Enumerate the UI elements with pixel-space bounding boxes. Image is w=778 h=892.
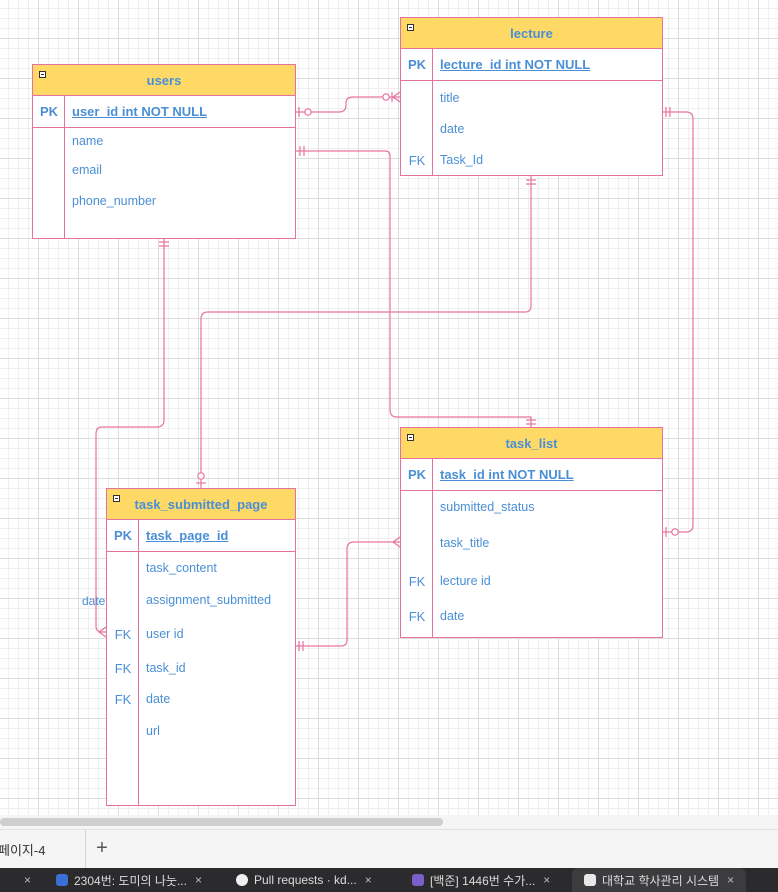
baekjoon-icon	[56, 874, 68, 886]
page-tab-label: 페이지-4	[0, 842, 46, 858]
browser-tab-label: Pull requests · kd...	[254, 873, 357, 887]
browser-tab-label: 2304번: 도미의 나눗...	[74, 873, 187, 888]
add-page-button[interactable]: +	[96, 837, 108, 859]
pk-key: PK	[113, 528, 133, 543]
field-name: phone_number	[72, 194, 157, 208]
field-key: FK	[114, 660, 132, 676]
field-row[interactable]: email	[33, 160, 295, 180]
field-key: FK	[114, 626, 132, 642]
connector-submitted-tasklist	[296, 541, 400, 647]
browser-tab-close-partial[interactable]: ×	[24, 873, 32, 887]
table-title: task_list	[505, 435, 558, 451]
pk-field: task_id int NOT NULL	[440, 467, 574, 482]
field-row[interactable]: FK date	[107, 689, 295, 709]
browser-tab[interactable]: [백준] 1446번 수가... ×	[412, 868, 550, 892]
table-header[interactable]: users	[33, 65, 295, 96]
table-task-list[interactable]: task_list PK task_id int NOT NULL submit…	[400, 427, 663, 638]
field-row[interactable]: url	[107, 721, 295, 741]
diagram-canvas[interactable]: date users PK user_id int NOT NULL name …	[0, 0, 778, 815]
pk-key: PK	[407, 57, 427, 72]
field-name: task_id	[146, 661, 186, 675]
field-key: FK	[408, 608, 426, 624]
field-row[interactable]: FK date	[401, 606, 662, 626]
field-name: date	[440, 609, 465, 623]
close-icon[interactable]: ×	[727, 873, 735, 887]
connector-lecture-tasklist	[663, 111, 694, 533]
pk-field: lecture_id int NOT NULL	[440, 57, 591, 72]
pk-row[interactable]: PK user_id int NOT NULL	[33, 96, 295, 128]
pk-row[interactable]: PK task_id int NOT NULL	[401, 459, 662, 491]
field-name: task_content	[146, 561, 217, 575]
field-key: FK	[408, 573, 426, 589]
field-row[interactable]: FK task_id	[107, 658, 295, 678]
field-row[interactable]: phone_number	[33, 191, 295, 211]
collapse-icon[interactable]	[39, 71, 46, 78]
connector-lecture-submitted	[200, 176, 532, 488]
connector-label: date	[82, 594, 106, 608]
field-name: date	[146, 692, 171, 706]
browser-tab-label: 대학교 학사관리 시스템	[602, 873, 720, 888]
table-users[interactable]: users PK user_id int NOT NULL name email…	[32, 64, 296, 239]
field-row[interactable]: task_content	[107, 558, 295, 578]
collapse-icon[interactable]	[407, 434, 414, 441]
field-name: date	[440, 122, 465, 136]
field-name: email	[72, 163, 102, 177]
field-key: FK	[114, 691, 132, 707]
browser-tab-label: [백준] 1446번 수가...	[430, 873, 536, 888]
table-lecture[interactable]: lecture PK lecture_id int NOT NULL title…	[400, 17, 663, 176]
field-row[interactable]: FK Task_Id	[401, 150, 662, 170]
collapse-icon[interactable]	[407, 24, 414, 31]
field-row[interactable]: submitted_status	[401, 497, 662, 517]
field-row[interactable]: name	[33, 131, 295, 151]
close-icon[interactable]: ×	[194, 873, 202, 887]
field-name: user id	[146, 627, 184, 641]
pk-key: PK	[407, 467, 427, 482]
field-name: submitted_status	[440, 500, 535, 514]
field-row[interactable]: date	[401, 119, 662, 139]
field-row[interactable]: assignment_submitted	[107, 590, 295, 610]
horizontal-scrollbar[interactable]	[0, 818, 443, 826]
browser-tab-strip: × 2304번: 도미의 나눗... × Pull requests · kd.…	[0, 868, 778, 892]
relationship-connectors	[95, 91, 694, 651]
field-row[interactable]: task_title	[401, 533, 662, 553]
table-title: users	[146, 72, 182, 88]
field-key: FK	[408, 152, 426, 168]
field-name: url	[146, 724, 160, 738]
table-header[interactable]: task_list	[401, 428, 662, 459]
pk-key: PK	[39, 104, 59, 119]
blog-icon	[412, 874, 424, 886]
field-name: assignment_submitted	[146, 593, 272, 607]
table-header[interactable]: task_submitted_page	[107, 489, 295, 520]
table-header[interactable]: lecture	[401, 18, 662, 49]
field-row[interactable]: title	[401, 88, 662, 108]
field-name: name	[72, 134, 104, 148]
browser-tab[interactable]: 2304번: 도미의 나눗... ×	[56, 868, 202, 892]
field-name: lecture id	[440, 574, 491, 588]
close-icon[interactable]: ×	[364, 873, 372, 887]
pk-field: user_id int NOT NULL	[72, 104, 208, 119]
field-name: Task_Id	[440, 153, 484, 167]
page-tabs-bar: 페이지-4 +	[0, 829, 778, 868]
drawio-icon	[584, 874, 596, 886]
pk-row[interactable]: PK task_page_id	[107, 520, 295, 552]
browser-tab-active[interactable]: 대학교 학사관리 시스템 ×	[572, 868, 747, 892]
pk-row[interactable]: PK lecture_id int NOT NULL	[401, 49, 662, 81]
table-task-submitted-page[interactable]: task_submitted_page PK task_page_id task…	[106, 488, 296, 806]
table-title: lecture	[510, 25, 553, 41]
field-row[interactable]: FK user id	[107, 624, 295, 644]
github-icon	[236, 874, 248, 886]
field-name: task_title	[440, 536, 490, 550]
connector-users-tasklist	[296, 150, 532, 428]
browser-tab[interactable]: Pull requests · kd... ×	[236, 868, 372, 892]
connector-users-lecture	[296, 96, 400, 113]
pk-field: task_page_id	[146, 528, 229, 543]
field-name: title	[440, 91, 460, 105]
table-title: task_submitted_page	[134, 496, 268, 512]
collapse-icon[interactable]	[113, 495, 120, 502]
page-tab[interactable]: 페이지-4	[0, 830, 86, 868]
close-icon[interactable]: ×	[543, 873, 551, 887]
field-row[interactable]: FK lecture id	[401, 571, 662, 591]
connector-users-submitted	[95, 238, 165, 633]
